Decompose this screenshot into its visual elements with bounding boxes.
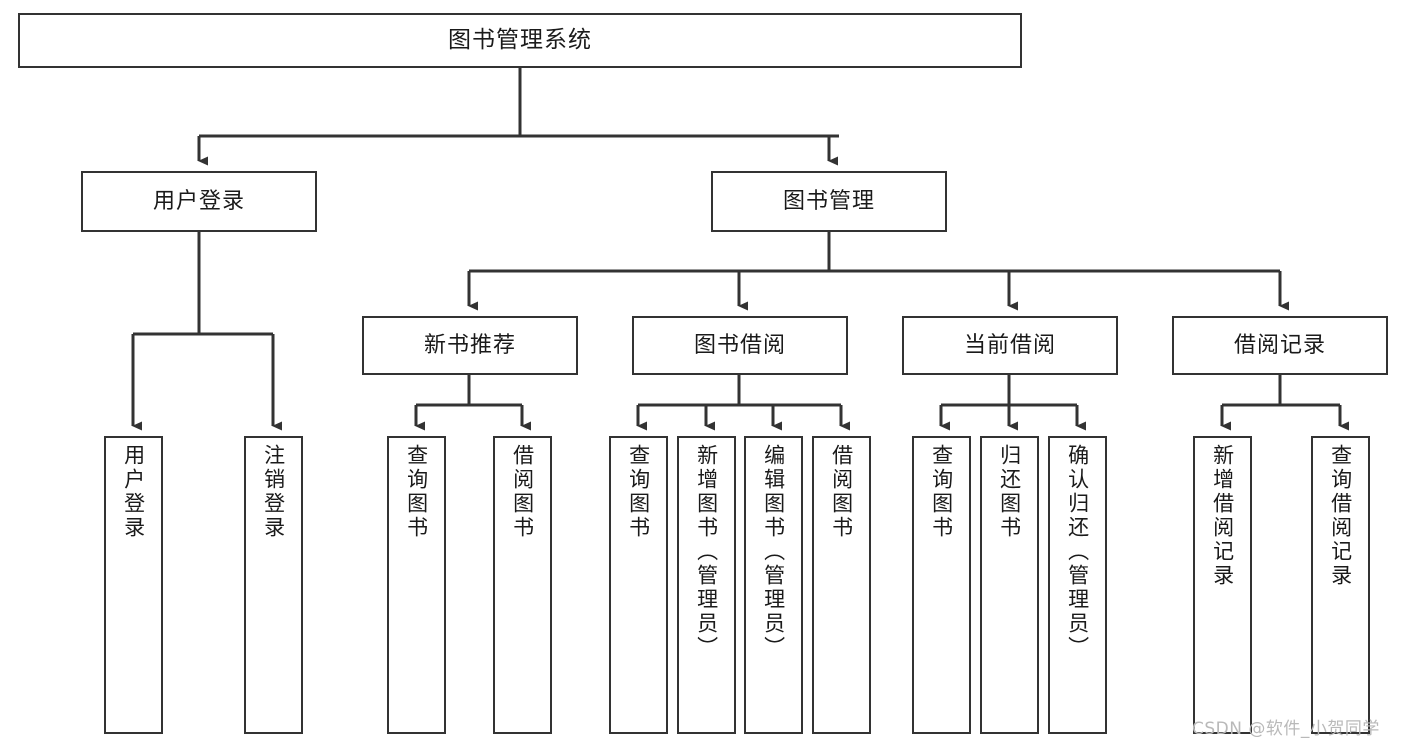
node-leaf-query-borrow-record[interactable]: 查询借阅记录 — [1311, 436, 1370, 734]
node-new-book-recommendation[interactable]: 新书推荐 — [362, 316, 578, 375]
node-label: 新增图书（管理员） — [694, 444, 719, 660]
node-label: 借阅图书 — [829, 444, 854, 540]
node-label: 查询图书 — [626, 444, 651, 540]
node-user-login[interactable]: 用户登录 — [81, 171, 317, 232]
node-label: 确认归还（管理员） — [1065, 444, 1090, 660]
node-label: 注销登录 — [261, 444, 286, 540]
node-leaf-add-book[interactable]: 新增图书（管理员） — [677, 436, 736, 734]
node-book-manage[interactable]: 图书管理 — [711, 171, 947, 232]
node-book-borrow[interactable]: 图书借阅 — [632, 316, 848, 375]
node-leaf-borrow-book-2[interactable]: 借阅图书 — [812, 436, 871, 734]
node-label: 用户登录 — [152, 188, 245, 214]
node-leaf-query-book-3[interactable]: 查询图书 — [912, 436, 971, 734]
node-root-system[interactable]: 图书管理系统 — [18, 13, 1022, 68]
node-label: 借阅图书 — [510, 444, 535, 540]
node-label: 新增借阅记录 — [1210, 444, 1235, 588]
node-label: 图书借阅 — [693, 332, 786, 358]
csdn-watermark: CSDN @软件_小贺同学 — [1192, 719, 1380, 739]
node-label: 当前借阅 — [963, 332, 1056, 358]
node-leaf-confirm-return[interactable]: 确认归还（管理员） — [1048, 436, 1107, 734]
node-leaf-logout-login[interactable]: 注销登录 — [244, 436, 303, 734]
node-borrow-record[interactable]: 借阅记录 — [1172, 316, 1388, 375]
node-label: 查询借阅记录 — [1328, 444, 1353, 588]
node-leaf-query-book-2[interactable]: 查询图书 — [609, 436, 668, 734]
node-label: 图书管理 — [782, 188, 875, 214]
node-leaf-borrow-book-1[interactable]: 借阅图书 — [493, 436, 552, 734]
node-label: 借阅记录 — [1233, 332, 1326, 358]
node-current-borrow[interactable]: 当前借阅 — [902, 316, 1118, 375]
node-leaf-add-borrow-record[interactable]: 新增借阅记录 — [1193, 436, 1252, 734]
node-leaf-query-book-1[interactable]: 查询图书 — [387, 436, 446, 734]
node-label: 编辑图书（管理员） — [761, 444, 786, 660]
node-label: 用户登录 — [121, 444, 146, 540]
node-label: 查询图书 — [929, 444, 954, 540]
node-leaf-user-login[interactable]: 用户登录 — [104, 436, 163, 734]
node-leaf-return-book[interactable]: 归还图书 — [980, 436, 1039, 734]
node-label: 图书管理系统 — [448, 26, 592, 53]
node-label: 归还图书 — [997, 444, 1022, 540]
node-label: 新书推荐 — [423, 332, 516, 358]
node-leaf-edit-book[interactable]: 编辑图书（管理员） — [744, 436, 803, 734]
node-label: 查询图书 — [404, 444, 429, 540]
